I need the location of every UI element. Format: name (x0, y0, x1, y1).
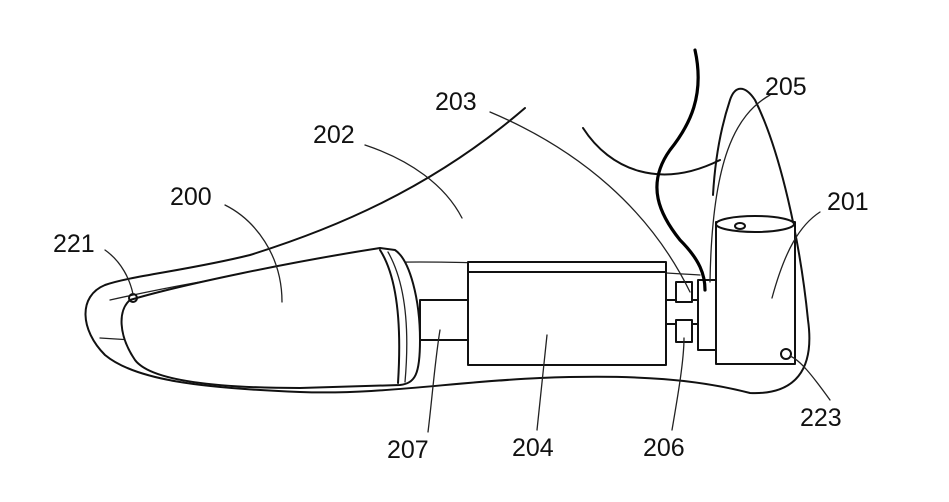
toe-block-edge (379, 249, 401, 384)
label-223: 223 (800, 404, 842, 432)
label-207: 207 (387, 436, 429, 464)
heel-unit-top (715, 215, 795, 233)
label-201: 201 (827, 188, 869, 216)
motor-housing (467, 261, 667, 366)
leader-200 (224, 204, 283, 303)
leader-204 (536, 334, 548, 431)
leader-207 (427, 329, 441, 433)
label-203: 203 (435, 88, 477, 116)
label-204: 204 (512, 434, 554, 462)
heel-unit (715, 221, 796, 365)
leader-202 (364, 144, 463, 219)
vent-hole-rear (780, 348, 792, 360)
connecting-rod (419, 299, 471, 341)
toe-block-edge-inner (387, 251, 408, 383)
label-221: 221 (53, 230, 95, 258)
label-200: 200 (170, 183, 212, 211)
toe-block (120, 247, 421, 389)
label-202: 202 (313, 121, 355, 149)
label-205: 205 (765, 73, 807, 101)
leader-221 (104, 249, 134, 295)
leader-206 (671, 337, 685, 431)
power-cable (655, 48, 707, 292)
shoe-outline (84, 87, 811, 395)
shoe-collar (582, 127, 721, 176)
label-206: 206 (643, 434, 685, 462)
leader-203 (489, 111, 691, 293)
heel-unit-top-hole (734, 222, 746, 230)
leader-223 (789, 355, 831, 401)
leader-201 (771, 211, 821, 299)
leader-205 (709, 94, 771, 283)
